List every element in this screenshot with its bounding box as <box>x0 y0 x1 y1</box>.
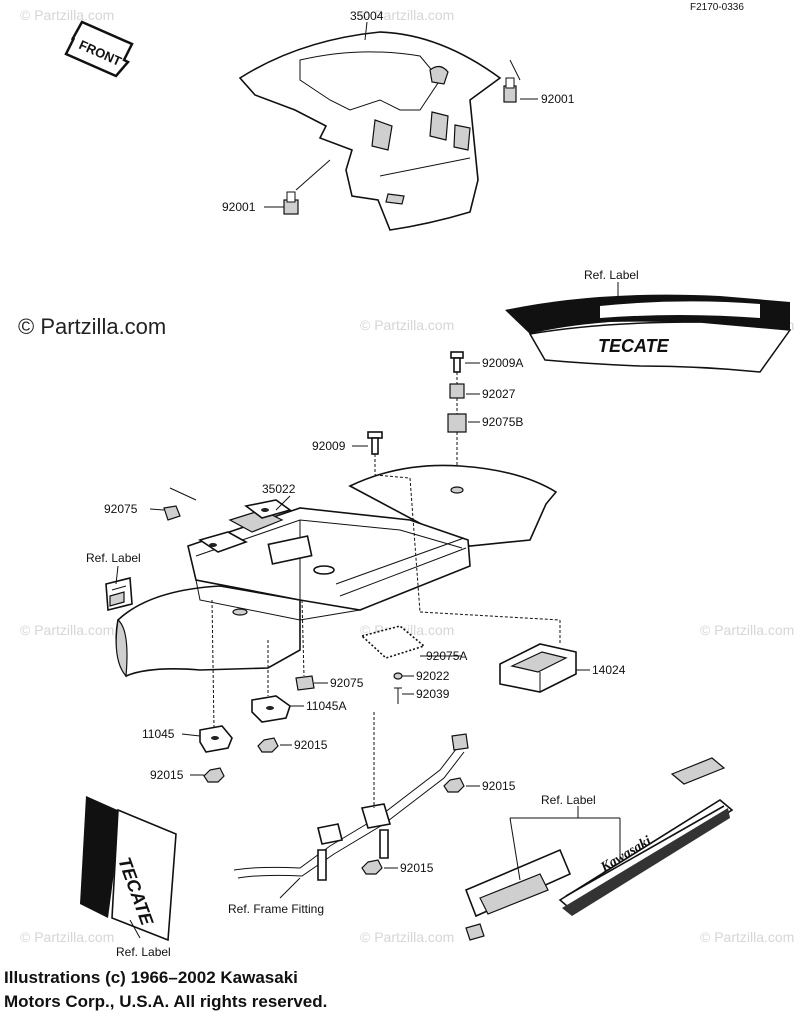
part-label: 35004 <box>350 9 384 23</box>
part-label: 14024 <box>592 663 626 677</box>
watermark-tile: © Partzilla.com <box>20 929 114 945</box>
part-labels: 35004 92001 92001 Ref. Label 92009A 9202… <box>86 9 639 959</box>
copyright-footer: Illustrations (c) 1966–2002 Kawasaki Mot… <box>4 966 524 1014</box>
part-label: 92015 <box>400 861 434 875</box>
part-label: 92075B <box>482 415 523 429</box>
part-label: Ref. Label <box>541 793 596 807</box>
watermark-tile: © Partzilla.com <box>20 622 114 638</box>
part-label: 11045 <box>142 727 175 741</box>
bolt-92001-left <box>283 191 299 215</box>
watermark-tile: © Partzilla.com <box>360 317 454 333</box>
bracket-11045 <box>199 725 233 753</box>
part-label: 92075 <box>104 502 138 516</box>
part-label: 92075 <box>330 676 364 690</box>
part-label: 92022 <box>416 669 450 683</box>
part-label: 92075A <box>426 649 467 663</box>
ref-label-left-small <box>105 576 133 612</box>
pad-92075A <box>360 625 462 659</box>
tecate-decal-top: TECATE <box>505 294 792 373</box>
screw-92039 <box>394 687 402 704</box>
watermark-tile: © Partzilla.com <box>20 7 114 23</box>
watermark-tile: © Partzilla.com <box>360 929 454 945</box>
part-label: 92015 <box>482 779 516 793</box>
part-label: Ref. Label <box>86 551 141 565</box>
diagram-code: F2170-0336 <box>690 2 744 13</box>
nut-92015 <box>203 767 225 783</box>
part-label: 92009A <box>482 356 523 370</box>
rear-fender-part-35022 <box>115 464 558 678</box>
nut-92015 <box>443 777 465 793</box>
watermark-main: © Partzilla.com <box>18 314 166 339</box>
front-cover-part-35004 <box>238 31 502 231</box>
part-label: 92009 <box>312 439 346 453</box>
part-label: 92015 <box>150 768 184 782</box>
tecate-decal-left: TECATE <box>80 796 177 942</box>
kawasaki-decal: Kawasaki <box>464 757 734 941</box>
watermark-tile: © Partzilla.com <box>700 622 794 638</box>
part-label: 92015 <box>294 738 328 752</box>
part-label: Ref. Label <box>116 945 171 959</box>
copyright-line-1: Illustrations (c) 1966–2002 Kawasaki <box>4 968 298 987</box>
part-label: 92027 <box>482 387 516 401</box>
clip-92075-lower <box>295 675 315 691</box>
part-label: 11045A <box>306 699 346 713</box>
washer-92022 <box>393 672 403 680</box>
part-label: 35022 <box>262 482 296 496</box>
watermark-tile: © Partzilla.com <box>700 929 794 945</box>
part-label: 92039 <box>416 687 450 701</box>
part-label: 92001 <box>541 92 575 106</box>
frame-fitting <box>233 733 469 881</box>
tecate-top-text: TECATE <box>598 336 670 356</box>
front-arrow-icon: FRONT <box>64 20 134 78</box>
part-label: Ref. Frame Fitting <box>228 902 324 916</box>
bolt-92001-right <box>503 77 517 103</box>
hardware-stack <box>447 351 467 486</box>
leader-lines <box>115 21 621 939</box>
bolt-92009 <box>367 431 383 475</box>
watermark-tile: © Partzilla.com <box>360 7 454 23</box>
nut-92015 <box>257 737 279 753</box>
clip-92075-top <box>163 505 181 521</box>
part-label: Ref. Label <box>584 268 639 282</box>
bracket-11045A <box>251 695 291 723</box>
case-14024 <box>499 643 577 693</box>
nut-92015 <box>361 859 383 875</box>
copyright-line-2: Motors Corp., U.S.A. All rights reserved… <box>4 992 328 1011</box>
part-label: 92001 <box>222 200 256 214</box>
